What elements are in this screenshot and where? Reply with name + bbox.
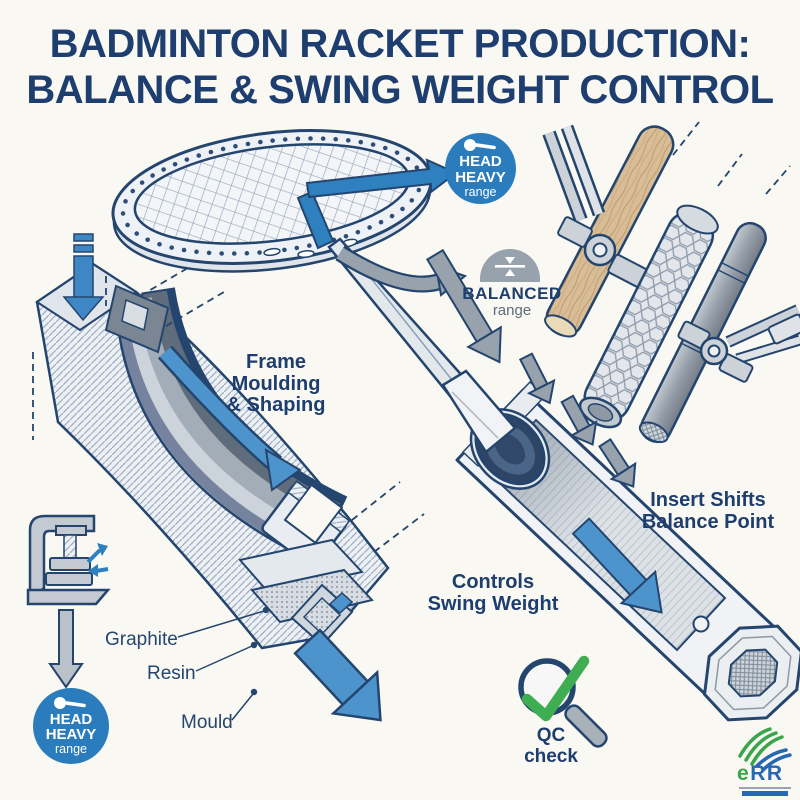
page-title: BADMINTON RACKET PRODUCTION: BALANCE & S… [0, 22, 800, 113]
qc-magnifier [518, 655, 608, 748]
label-line: Insert Shifts [650, 489, 766, 511]
head-heavy-arrow [296, 158, 458, 250]
shaft-down-arrow [425, 248, 502, 364]
balanced-badge-label: BALANCED [462, 284, 562, 303]
butt-cap [702, 624, 800, 722]
badge-text: HEAD [49, 710, 93, 728]
label-line: Balance Point [641, 510, 775, 533]
check-icon [521, 655, 590, 722]
label-line: & Shaping [226, 394, 326, 417]
head-heavy-badge-bottom: HEAD HEAVY range [33, 688, 109, 764]
insert-arrows [518, 352, 637, 488]
label-line: check [524, 745, 578, 767]
logo-tagline-bar [739, 787, 791, 789]
balance-icon [495, 256, 525, 276]
title-line-1: BADMINTON RACKET PRODUCTION: [49, 22, 751, 66]
clamp-press-icon [26, 514, 111, 606]
hex-grip-sleeve [578, 204, 719, 429]
racket-illustration [111, 129, 468, 398]
brand-logo-swoosh [738, 727, 792, 772]
cutaway-shadow [488, 420, 725, 650]
label-line: Moulding [231, 372, 321, 395]
insert-direction-arrow [571, 517, 663, 614]
racket-icon [54, 696, 86, 709]
label-line: Frame [245, 351, 307, 373]
label-mould: Mould [181, 712, 233, 733]
label-frame-moulding: Frame Moulding & Shaping [226, 351, 326, 417]
balanced-badge-sub: range [492, 302, 532, 319]
cutaway-notch [692, 615, 710, 633]
label-graphite: Graphite [105, 629, 178, 650]
label-line: Swing Weight [427, 592, 559, 615]
alignment-clamp-2 [677, 304, 800, 383]
badge-text: HEAVY [45, 726, 97, 744]
title-line-2: BALANCE & SWING WEIGHT CONTROL [26, 67, 774, 112]
badge-subtext: range [464, 184, 497, 199]
press-output-arrow [48, 609, 84, 689]
die-cap [104, 284, 170, 354]
logo-blue-letters: RR [750, 762, 784, 785]
magnifier-handle [564, 704, 608, 748]
frame-moulding-arrow [157, 345, 302, 492]
wooden-dowel [544, 125, 675, 338]
logo-green-letter: e [737, 762, 751, 785]
badge-subtext: range [55, 742, 87, 757]
logo-website-bar [742, 791, 788, 796]
mould-input-arrow [62, 233, 105, 322]
mould-output-arrow [293, 628, 382, 722]
badge-text: HEAD [459, 153, 502, 171]
handle-cutaway [441, 369, 800, 722]
head-heavy-badge-top: HEAD HEAVY range [445, 133, 516, 204]
label-line: Controls [451, 571, 535, 593]
label-insert-shifts: Insert Shifts Balance Point [641, 489, 775, 533]
shaft-cone [441, 369, 517, 454]
clamp-pressure-arrows [86, 543, 109, 577]
label-line: QC [536, 725, 566, 746]
construction-dashed-lines [32, 121, 791, 553]
alignment-clamp-1 [542, 124, 649, 289]
label-controls-swing-weight: Controls Swing Weight [427, 571, 559, 615]
label-resin: Resin [147, 663, 196, 684]
racket-icon [463, 139, 496, 152]
label-qc-check: QC check [524, 725, 578, 767]
badge-text: HEAVY [455, 168, 506, 186]
resin-sheet [238, 538, 364, 594]
brand-logo-text: eRR [737, 763, 784, 784]
